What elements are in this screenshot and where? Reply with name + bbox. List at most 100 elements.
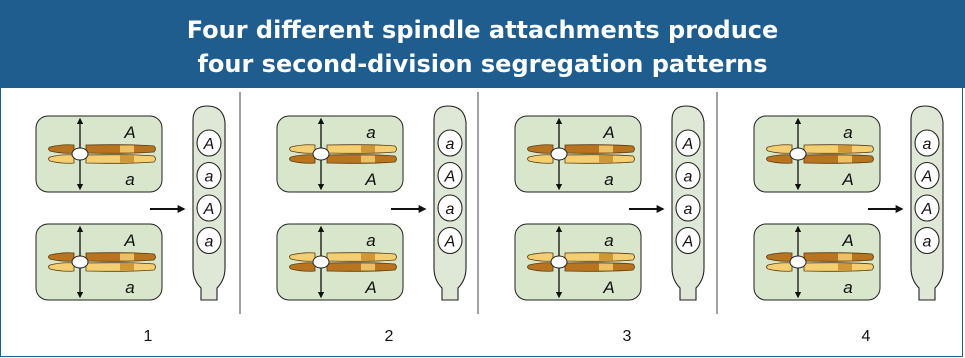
lower-allele-label: a [604, 170, 613, 189]
centromere [789, 147, 807, 161]
allele-band [361, 145, 375, 153]
ascospore [437, 226, 463, 255]
upper-allele-label: a [604, 231, 613, 250]
panel-number: 1 [144, 328, 153, 345]
ascospore [196, 226, 222, 255]
upper-chromatid-short-arm [527, 144, 554, 154]
ascospore-allele-label: a [684, 169, 693, 186]
ascospore [675, 129, 701, 157]
cell-body [35, 115, 163, 193]
allele-band [120, 263, 134, 271]
bottom-cell: aA [276, 223, 404, 301]
lower-allele-label: A [364, 278, 376, 297]
allele-band [838, 263, 852, 271]
lower-allele-label: a [125, 278, 134, 297]
top-cell: aA [276, 115, 404, 193]
ascospore [914, 226, 940, 255]
upper-chromatid-short-arm [48, 252, 75, 262]
allele-band [120, 253, 134, 261]
title-line-1: Four different spindle attachments produ… [186, 16, 779, 44]
lower-allele-label: a [843, 278, 852, 297]
centromere [312, 147, 330, 161]
ascospore-allele-label: A [682, 136, 694, 153]
allele-band [361, 253, 375, 261]
lower-allele-label: A [364, 170, 376, 189]
ascospore-allele-label: A [444, 169, 456, 186]
cell-body [276, 223, 404, 301]
allele-band [361, 263, 375, 271]
allele-band [599, 155, 613, 163]
ascospore-allele-label: a [446, 201, 455, 218]
upper-allele-label: A [123, 123, 135, 142]
ascospore [437, 194, 463, 222]
ascospore [196, 129, 222, 157]
ascospore [437, 129, 463, 157]
centromere [71, 147, 89, 161]
lower-chromatid-short-arm [48, 262, 75, 272]
panel-number: 3 [623, 328, 632, 345]
upper-chromatid-short-arm [766, 144, 793, 154]
allele-band [838, 253, 852, 261]
cell-body [276, 115, 404, 193]
upper-chromatid-short-arm [48, 144, 75, 154]
ascospore [437, 161, 463, 190]
lower-chromatid-short-arm [289, 154, 316, 164]
ascospore-allele-label: a [684, 201, 693, 218]
lower-chromatid-short-arm [766, 262, 793, 272]
ascospore-allele-label: a [923, 136, 932, 153]
bottom-cell: aA [514, 223, 642, 301]
centromere [789, 255, 807, 269]
upper-chromatid-short-arm [766, 252, 793, 262]
title-line-2: four second-division segregation pattern… [197, 50, 768, 78]
cell-body [514, 115, 642, 193]
ascospore [675, 226, 701, 255]
ascospore [196, 161, 222, 190]
ascospore-allele-label: A [203, 136, 215, 153]
ascospore-allele-label: A [682, 234, 694, 251]
title-banner: Four different spindle attachments produ… [0, 0, 965, 88]
panel-number: 4 [862, 328, 871, 345]
bottom-cell: Aa [753, 223, 881, 301]
ascospore-allele-label: A [444, 234, 456, 251]
centromere [71, 255, 89, 269]
allele-band [120, 145, 134, 153]
ascospore [914, 161, 940, 190]
ascospore [675, 194, 701, 222]
ascospore-allele-label: A [203, 201, 215, 218]
upper-chromatid-short-arm [289, 252, 316, 262]
allele-band [361, 155, 375, 163]
lower-chromatid-short-arm [289, 262, 316, 272]
allele-band [838, 155, 852, 163]
upper-chromatid-short-arm [289, 144, 316, 154]
ascospore [914, 194, 940, 222]
ascospore-allele-label: A [921, 201, 933, 218]
bottom-cell: Aa [35, 223, 163, 301]
ascospore-allele-label: a [923, 234, 932, 251]
ascospore-allele-label: A [921, 169, 933, 186]
ascospore-allele-label: a [205, 169, 214, 186]
centromere [550, 147, 568, 161]
lower-allele-label: a [125, 170, 134, 189]
cell-body [753, 115, 881, 193]
upper-allele-label: a [366, 123, 375, 142]
top-cell: Aa [35, 115, 163, 193]
upper-allele-label: A [123, 231, 135, 250]
upper-allele-label: a [843, 123, 852, 142]
cell-body [35, 223, 163, 301]
allele-band [599, 263, 613, 271]
allele-band [599, 253, 613, 261]
panel-number: 2 [385, 328, 394, 345]
lower-allele-label: A [602, 278, 614, 297]
centromere [312, 255, 330, 269]
lower-chromatid-short-arm [48, 154, 75, 164]
upper-allele-label: A [602, 123, 614, 142]
lower-chromatid-short-arm [527, 262, 554, 272]
lower-allele-label: A [841, 170, 853, 189]
upper-allele-label: A [841, 231, 853, 250]
diagram-frame [0, 88, 963, 357]
